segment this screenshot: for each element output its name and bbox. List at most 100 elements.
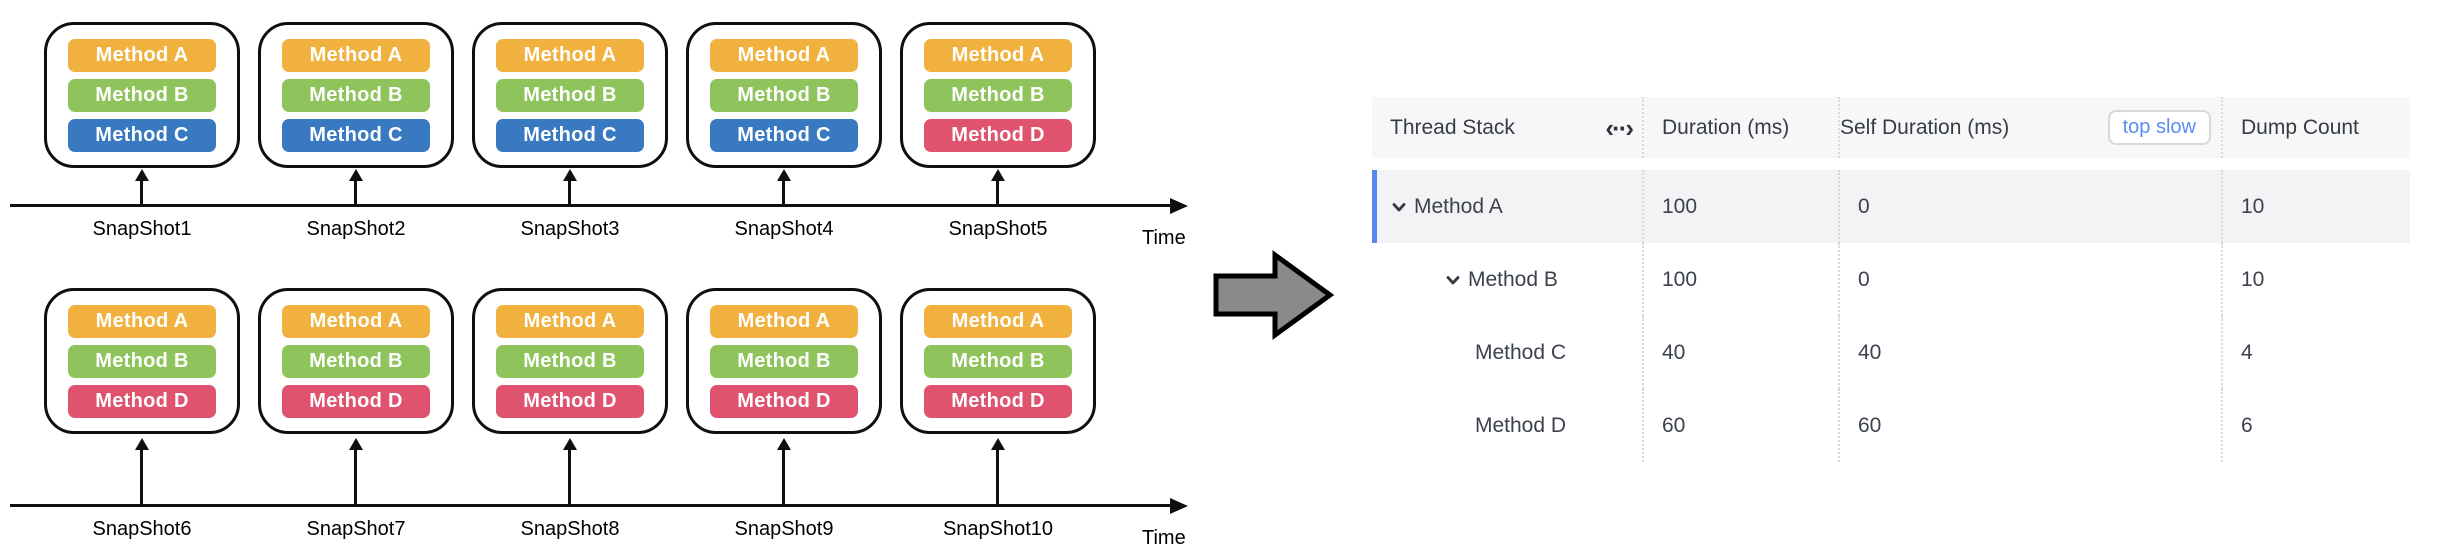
method-pill: Method D [924,384,1072,418]
method-pill: Method B [282,344,430,378]
table-row[interactable]: Method A 100 0 10 [1372,170,2410,243]
table-row[interactable]: Method D 60 60 6 [1372,389,2410,462]
method-pill: Method A [710,38,858,72]
snapshot-box: Method A Method B Method D [44,288,240,434]
top-slow-button[interactable]: top slow [2107,110,2211,145]
snapshot-tick-arrow [990,169,1005,205]
snapshot-tick-arrow [134,169,149,205]
snapshot-tick-arrow [562,438,577,505]
cell-self-duration: 40 [1840,316,2223,389]
method-pill: Method B [924,344,1072,378]
method-pill: Method D [710,384,858,418]
cell-duration: 100 [1644,170,1840,243]
column-resize-icon[interactable]: ‹··› [1605,112,1634,143]
method-name: Method C [1475,340,1567,364]
chevron-down-icon[interactable] [1444,271,1462,289]
snapshot-row-1: Method A Method B Method C Method A Meth… [44,22,1096,168]
time-axis-label: Time [1142,527,1186,549]
method-pill: Method A [68,304,216,338]
cell-duration: 100 [1644,243,1840,316]
snapshot-box: Method A Method B Method D [258,288,454,434]
method-pill: Method D [496,384,644,418]
snapshot-diagram: Method A Method B Method C Method A Meth… [0,0,1210,550]
method-pill: Method C [710,118,858,152]
cell-dump-count: 10 [2241,267,2265,291]
table-row[interactable]: Method B 100 0 10 [1372,243,2410,316]
cell-self-duration: 0 [1840,170,2223,243]
method-pill: Method D [924,118,1072,152]
method-pill: Method A [282,304,430,338]
snapshot-tick-arrow [134,438,149,505]
method-pill: Method A [496,38,644,72]
snapshot-label: SnapShot10 [942,518,1054,540]
method-pill: Method A [924,304,1072,338]
snapshot-label: SnapShot3 [520,218,620,240]
snapshot-label: SnapShot1 [92,218,192,240]
time-axis-label: Time [1142,227,1186,249]
snapshot-row-2: Method A Method B Method D Method A Meth… [44,288,1096,434]
column-title: Duration (ms) [1662,115,1790,139]
snapshot-box: Method A Method B Method D [900,288,1096,434]
snapshot-tick-arrow [776,169,791,205]
header-cell-dump-count: Dump Count [2223,97,2410,158]
cell-method-name: Method B [1372,243,1644,316]
method-pill: Method A [924,38,1072,72]
method-pill: Method A [496,304,644,338]
snapshot-label: SnapShot5 [948,218,1048,240]
snapshot-label: SnapShot7 [306,518,406,540]
snapshot-tick-arrow [348,438,363,505]
method-pill: Method A [68,38,216,72]
snapshot-tick-arrow [990,438,1005,505]
table-body: Method A 100 0 10 Method B 100 0 10 Meth… [1372,170,2410,462]
column-title: Dump Count [2241,115,2359,139]
cell-duration: 40 [1644,316,1840,389]
method-pill: Method C [282,118,430,152]
table-header: Thread Stack ‹··› Duration (ms) Self Dur… [1372,97,2410,158]
chevron-down-icon[interactable] [1390,198,1408,216]
method-pill: Method B [710,344,858,378]
column-title: Self Duration (ms) [1840,115,2010,139]
timeline-axis [10,197,1188,214]
cell-self-duration: 0 [1840,243,2223,316]
method-pill: Method B [68,344,216,378]
table-row[interactable]: Method C 40 40 4 [1372,316,2410,389]
method-pill: Method B [68,78,216,112]
method-pill: Method D [282,384,430,418]
method-pill: Method B [282,78,430,112]
header-cell-thread-stack: Thread Stack ‹··› [1372,97,1644,158]
snapshot-tick-arrow [348,169,363,205]
thread-stack-table: Thread Stack ‹··› Duration (ms) Self Dur… [1372,97,2410,462]
snapshot-tick-arrow [776,438,791,505]
snapshot-box: Method A Method B Method C [258,22,454,168]
snapshot-label: SnapShot8 [520,518,620,540]
method-pill: Method D [68,384,216,418]
snapshot-tick-arrow [562,169,577,205]
snapshot-label: SnapShot4 [734,218,834,240]
transform-arrow-icon [1213,248,1335,347]
method-pill: Method B [496,344,644,378]
snapshot-box: Method A Method B Method C [44,22,240,168]
method-pill: Method C [496,118,644,152]
cell-dump-count: 4 [2241,340,2253,364]
method-pill: Method A [282,38,430,72]
cell-dump-count: 10 [2241,194,2265,218]
method-pill: Method B [710,78,858,112]
method-pill: Method A [710,304,858,338]
cell-method-name: Method C [1372,316,1644,389]
cell-self-duration: 60 [1840,389,2223,462]
method-name: Method D [1475,413,1567,437]
snapshot-box: Method A Method B Method C [472,22,668,168]
snapshot-box: Method A Method B Method D [686,288,882,434]
cell-dump-count: 6 [2241,413,2253,437]
method-pill: Method B [924,78,1072,112]
method-name: Method B [1468,267,1558,291]
snapshot-label: SnapShot6 [92,518,192,540]
column-title: Thread Stack [1390,115,1515,139]
method-pill: Method B [496,78,644,112]
snapshot-label: SnapShot9 [734,518,834,540]
snapshot-label: SnapShot2 [306,218,406,240]
method-pill: Method C [68,118,216,152]
snapshot-box: Method A Method B Method D [472,288,668,434]
header-cell-duration: Duration (ms) [1644,97,1840,158]
cell-method-name: Method D [1372,389,1644,462]
